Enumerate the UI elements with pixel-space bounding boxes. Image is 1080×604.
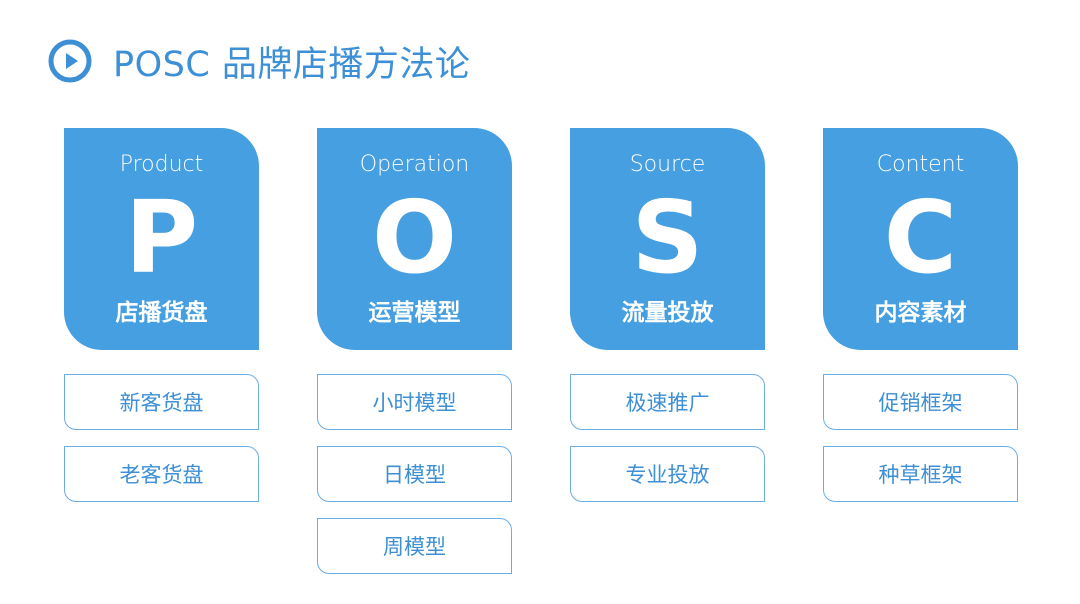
sub-list: 促销框架 种草框架 <box>823 374 1018 502</box>
card-word: Operation <box>359 152 470 177</box>
card-title: 店播货盘 <box>115 300 208 326</box>
sub-item[interactable]: 新客货盘 <box>64 374 259 430</box>
sub-item[interactable]: 日模型 <box>317 446 512 502</box>
sub-list: 新客货盘 老客货盘 <box>64 374 259 502</box>
card-letter: S <box>631 179 704 296</box>
page-title: POSC 品牌店播方法论 <box>113 44 471 85</box>
sub-item[interactable]: 种草框架 <box>823 446 1018 502</box>
card-word: Product <box>119 152 204 177</box>
card-source: Source S 流量投放 <box>570 128 765 350</box>
card-letter: C <box>883 179 958 296</box>
card-letter: P <box>124 179 199 296</box>
sub-item[interactable]: 周模型 <box>317 518 512 574</box>
card-letter: O <box>371 179 457 296</box>
sub-list: 小时模型 日模型 周模型 <box>317 374 512 574</box>
column-source: Source S 流量投放 极速推广 专业投放 <box>570 128 765 518</box>
card-content: Content C 内容素材 <box>823 128 1018 350</box>
card-title: 运营模型 <box>368 300 461 326</box>
column-product: Product P 店播货盘 新客货盘 老客货盘 <box>64 128 259 518</box>
sub-item[interactable]: 极速推广 <box>570 374 765 430</box>
card-word: Source <box>629 152 706 177</box>
column-operation: Operation O 运营模型 小时模型 日模型 周模型 <box>317 128 512 590</box>
card-word: Content <box>876 152 965 177</box>
card-operation: Operation O 运营模型 <box>317 128 512 350</box>
card-title: 内容素材 <box>874 300 967 326</box>
play-circle-icon <box>48 39 92 83</box>
card-title: 流量投放 <box>621 300 714 326</box>
card-product: Product P 店播货盘 <box>64 128 259 350</box>
header: POSC 品牌店播方法论 <box>47 36 470 86</box>
column-content: Content C 内容素材 促销框架 种草框架 <box>823 128 1018 518</box>
sub-item[interactable]: 老客货盘 <box>64 446 259 502</box>
sub-list: 极速推广 专业投放 <box>570 374 765 502</box>
sub-item[interactable]: 小时模型 <box>317 374 512 430</box>
sub-item[interactable]: 促销框架 <box>823 374 1018 430</box>
sub-item[interactable]: 专业投放 <box>570 446 765 502</box>
